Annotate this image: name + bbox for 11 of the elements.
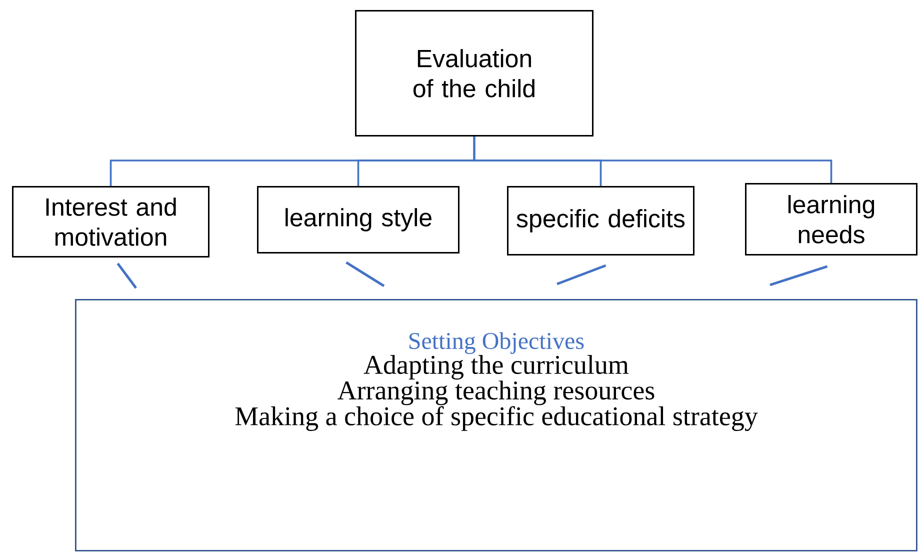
text-box: specific deficits (507, 186, 694, 256)
text-box: Interest and motivation (12, 186, 210, 258)
connector-line (556, 264, 606, 286)
text-box: learning needs (745, 183, 918, 256)
connector-line (473, 136, 832, 183)
connector-line (770, 265, 828, 286)
text-box: Evaluation of the child (355, 10, 594, 136)
text-box: learning style (257, 186, 460, 254)
connector-line (346, 261, 385, 288)
connector-line (116, 262, 137, 289)
objectives-box: Setting Objectives Adapting the curriculum Arranging teaching resources Making a choice of specific educational strategy (75, 299, 918, 552)
